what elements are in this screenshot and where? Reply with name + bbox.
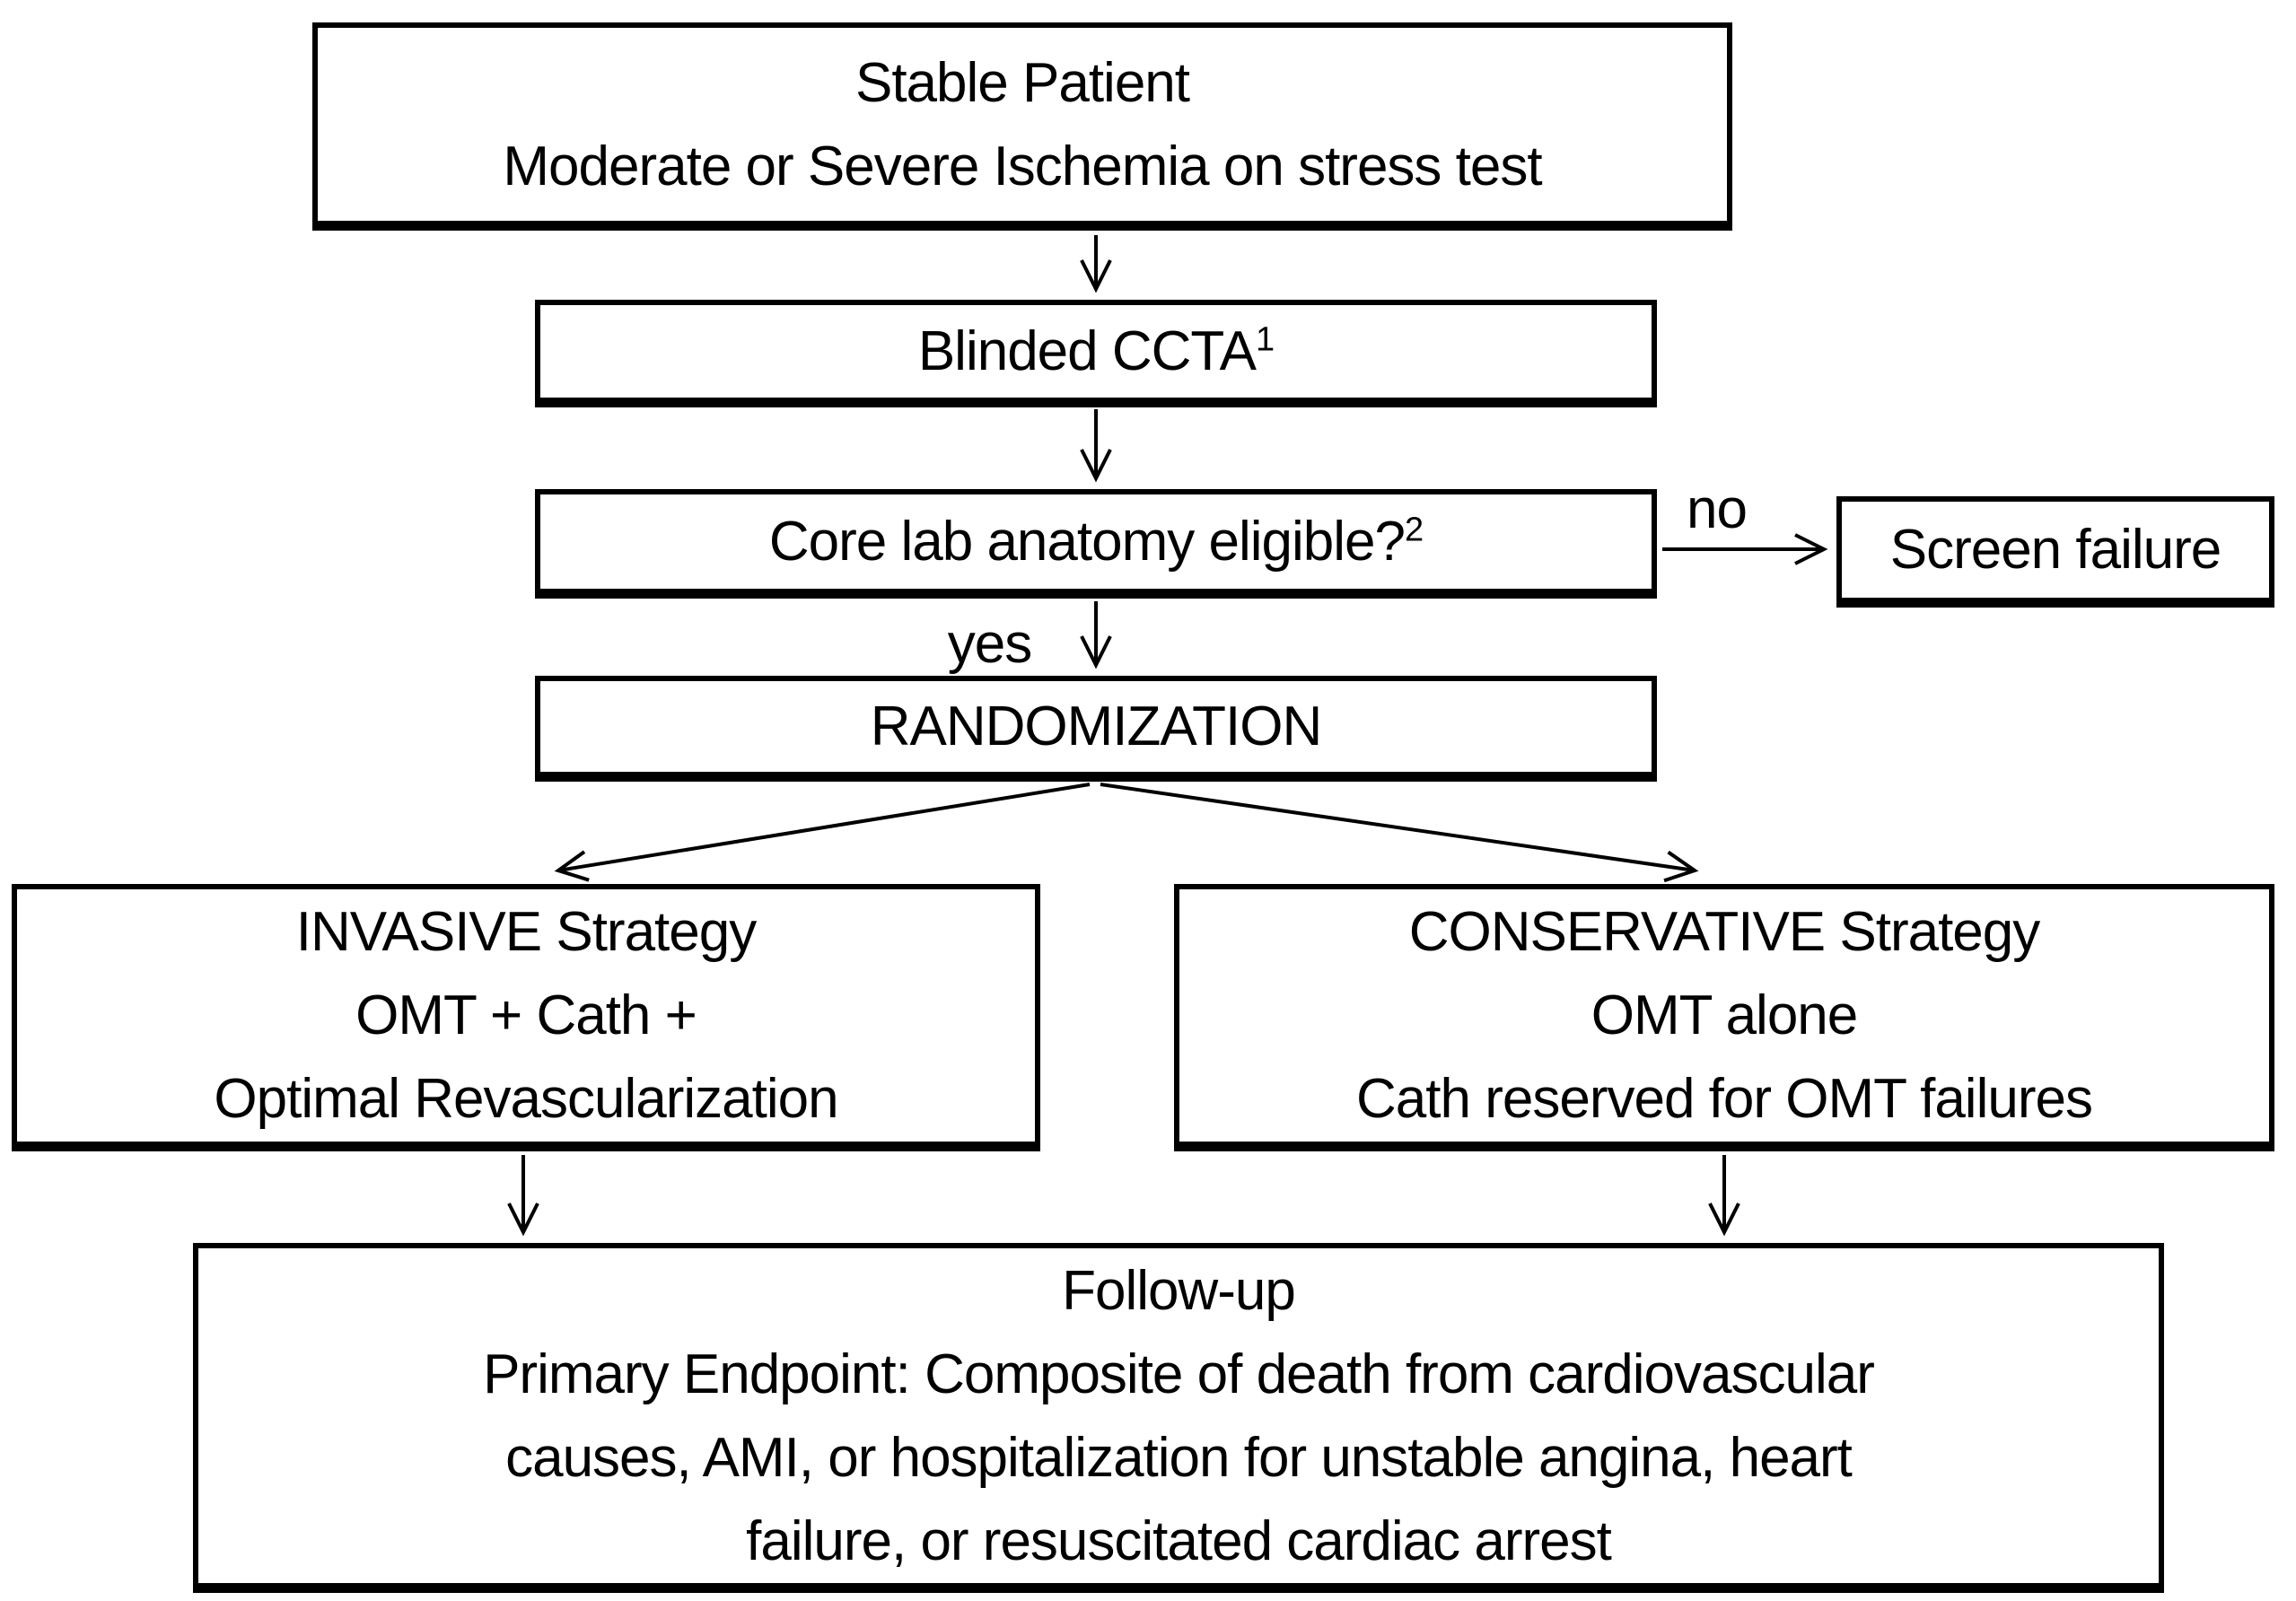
node-follow-up-line-3: causes, AMI, or hospitalization for unst…: [505, 1426, 1853, 1489]
node-blinded-ccta-text: Blinded CCTA: [917, 320, 1257, 382]
edge-label-no: no: [1687, 478, 1748, 540]
node-screen-failure: Screen failure: [1836, 496, 2274, 608]
node-randomization: RANDOMIZATION: [535, 676, 1657, 782]
node-conservative-line-3: Cath reserved for OMT failures: [1356, 1068, 2093, 1130]
node-conservative-strategy: CONSERVATIVE Strategy OMT alone Cath res…: [1174, 884, 2274, 1151]
node-core-lab-eligible-footnote-marker: 2: [1404, 511, 1424, 549]
node-core-lab-eligible: Core lab anatomy eligible?2: [535, 489, 1657, 599]
node-stable-line-1: Stable Patient: [854, 51, 1190, 114]
node-stable-patient: Stable Patient Moderate or Severe Ischem…: [312, 22, 1732, 231]
node-follow-up: Follow-up Primary Endpoint: Composite of…: [193, 1243, 2164, 1593]
edge-label-yes: yes: [947, 613, 1032, 675]
node-core-lab-eligible-label: Core lab anatomy eligible?2: [768, 500, 1424, 583]
node-blinded-ccta-footnote-marker: 1: [1256, 320, 1275, 359]
arrow-randomization-to-conservative: [1100, 783, 1699, 883]
node-follow-up-line-4: failure, or resuscitated cardiac arrest: [746, 1509, 1612, 1572]
node-invasive-strategy: INVASIVE Strategy OMT + Cath + Optimal R…: [12, 884, 1040, 1151]
node-blinded-ccta-label: Blinded CCTA1: [917, 310, 1275, 393]
node-stable-line-2: Moderate or Severe Ischemia on stress te…: [503, 135, 1542, 197]
node-invasive-line-1: INVASIVE Strategy: [295, 901, 758, 963]
node-blinded-ccta: Blinded CCTA1: [535, 300, 1657, 407]
node-randomization-label: RANDOMIZATION: [870, 696, 1322, 757]
node-invasive-line-3: Optimal Revascularization: [214, 1068, 838, 1130]
node-conservative-line-2: OMT alone: [1591, 984, 1859, 1046]
arrow-randomization-to-invasive: [554, 783, 1091, 882]
node-follow-up-line-1: Follow-up: [1062, 1259, 1296, 1322]
node-core-lab-eligible-text: Core lab anatomy eligible?: [768, 511, 1406, 573]
node-conservative-line-1: CONSERVATIVE Strategy: [1408, 901, 2041, 963]
node-screen-failure-label: Screen failure: [1889, 519, 2222, 581]
node-follow-up-line-2: Primary Endpoint: Composite of death fro…: [483, 1343, 1875, 1405]
node-invasive-line-2: OMT + Cath +: [355, 984, 697, 1046]
